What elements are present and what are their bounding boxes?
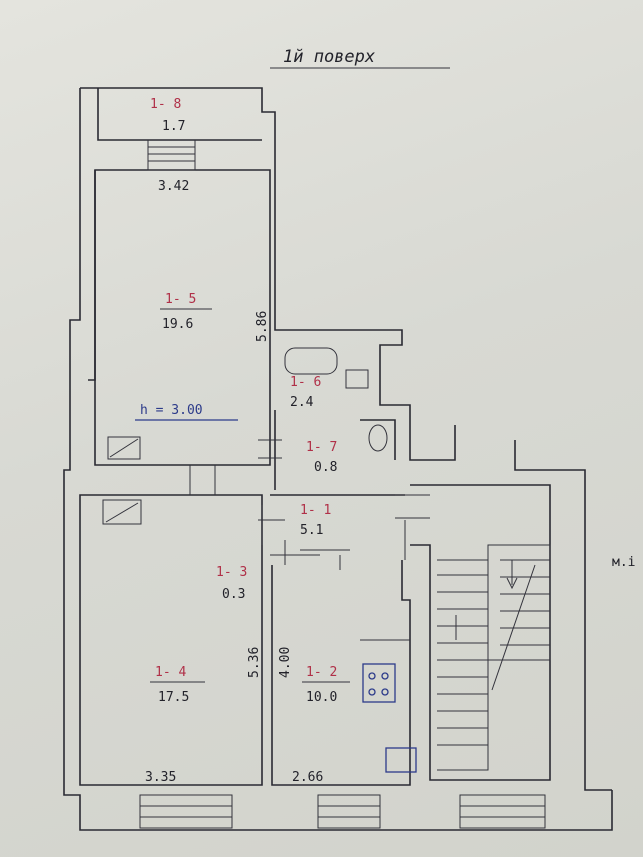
dim-room5-width: 3.42	[158, 179, 189, 194]
toilet-icon	[368, 424, 388, 452]
room-labels: 1- 8 1.7 1- 5 19.6 1- 6 2.4 1- 7 0.8 1- …	[150, 97, 350, 705]
sink-icon	[345, 369, 369, 389]
side-mark: м.і	[612, 555, 635, 570]
stove-room5-icon	[107, 436, 141, 460]
ceiling-height: h = 3.00	[140, 403, 203, 418]
entry-stair	[147, 140, 196, 171]
cooker-icon	[362, 663, 396, 703]
room-1-id: 1- 1	[300, 503, 331, 518]
fixtures	[102, 347, 417, 773]
room-5-area: 19.6	[162, 317, 193, 332]
outer-walls	[63, 87, 613, 831]
room-2-area: 10.0	[306, 690, 337, 705]
dim-room5-length: 5.86	[255, 311, 270, 342]
dim-room2-length: 4.00	[278, 647, 293, 678]
room-7-area: 0.8	[314, 460, 337, 475]
room-4-area: 17.5	[158, 690, 189, 705]
room-3-area: 0.3	[222, 587, 245, 602]
stove-room4-icon	[102, 499, 142, 525]
room-6-id: 1- 6	[290, 375, 321, 390]
bathtub-icon	[284, 347, 338, 375]
room-1-area: 5.1	[300, 523, 323, 538]
dim-room4-width: 3.35	[145, 770, 176, 785]
room-2-id: 1- 2	[306, 665, 337, 680]
room-4-id: 1- 4	[155, 665, 186, 680]
dim-room4-length: 5.36	[247, 647, 262, 678]
room-5-id: 1- 5	[165, 292, 196, 307]
dim-room2-width: 2.66	[292, 770, 323, 785]
plan-title: 1й поверх	[283, 47, 376, 67]
dimensions: 3.42 5.86 5.36 4.00 3.35 2.66	[145, 179, 323, 785]
room-6-area: 2.4	[290, 395, 314, 410]
room-7-id: 1- 7	[306, 440, 337, 455]
room-3-id: 1- 3	[216, 565, 247, 580]
stairwell	[410, 440, 612, 791]
door-ticks	[189, 439, 430, 641]
kitchen-sink-icon	[385, 747, 417, 773]
room-8-id: 1- 8	[150, 97, 181, 112]
room-8-area: 1.7	[162, 119, 185, 134]
windows	[139, 794, 546, 829]
